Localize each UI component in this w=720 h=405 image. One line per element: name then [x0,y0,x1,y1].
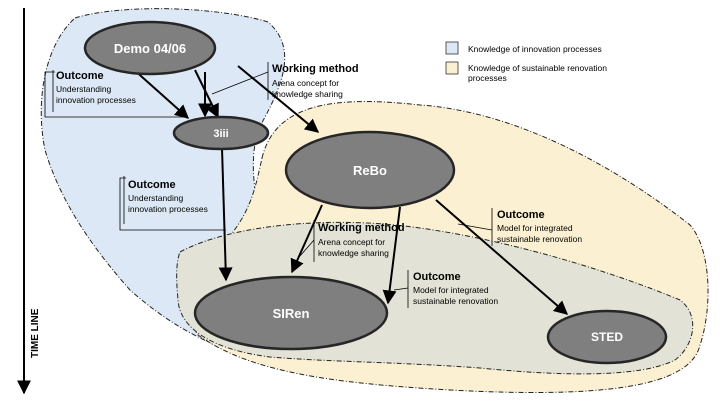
legend-swatch-innovation [445,41,459,55]
svg-text:STED: STED [591,330,623,344]
svg-text:Understanding innovation: Understanding innovation processes [128,193,208,214]
svg-text:Arena concept for knowle: Arena concept for knowledge sharing [272,78,343,99]
node-demo-0406: Demo 04/06 [83,20,217,76]
arrow-rebo-to-siren-b [382,206,401,305]
annotation-outcome-renovation-2: Outcome Model for integrated sustainable… [393,270,498,308]
node-sted: STED [546,309,668,365]
legend-label-innovation: Knowledge of innovation processes [468,44,602,54]
annotation-working-method-2: Working method Arena concept for knowled… [299,220,405,262]
annotation-working-method-1: Working method Arena concept for knowled… [211,62,359,100]
arrow-demo-to-rebo [237,65,320,133]
svg-text:3iii: 3iii [213,128,228,140]
svg-text:Model for integrated sus: Model for integrated sustainable renovat… [413,285,498,306]
legend-label-renovation: Knowledge of sustainable renovation proc… [468,63,609,83]
svg-text:Understanding innovation: Understanding innovation processes [56,84,136,105]
arrow-rebo-to-sted [435,199,569,315]
svg-text:Outcome: Outcome [413,271,461,283]
arrow-demo-to-3iii-a [131,67,190,119]
annotation-outcome-renovation-1: Outcome Model for integrated sustainable… [457,208,582,246]
svg-text:Demo 04/06: Demo 04/06 [114,41,186,56]
node-rebo: ReBo [284,130,456,210]
annotation-outcome-innovation-1: Outcome Understanding innovation process… [44,70,188,118]
svg-text:Working method: Working method [272,63,359,75]
svg-text:SIRen: SIRen [273,306,310,321]
legend-swatch-renovation [445,61,459,75]
svg-text:Outcome: Outcome [497,209,545,221]
annotation-outcome-innovation-2: Outcome Understanding innovation process… [119,176,226,231]
arrow-rebo-to-siren-a [290,204,323,274]
node-siren: SIRen [193,275,389,351]
arrow-3iii-to-siren [218,147,233,282]
svg-text:Outcome: Outcome [56,70,104,82]
svg-text:Model for integrated sus: Model for integrated sustainable renovat… [497,223,582,244]
arrow-demo-to-3iii-c [194,69,219,119]
svg-text:Working method: Working method [318,222,405,234]
timeline-label: TIME LINE [30,308,41,358]
svg-text:Outcome: Outcome [128,179,176,191]
node-3iii: 3iii [172,115,270,151]
svg-text:Arena concept for knowle: Arena concept for knowledge sharing [318,237,389,258]
svg-text:ReBo: ReBo [353,163,387,178]
